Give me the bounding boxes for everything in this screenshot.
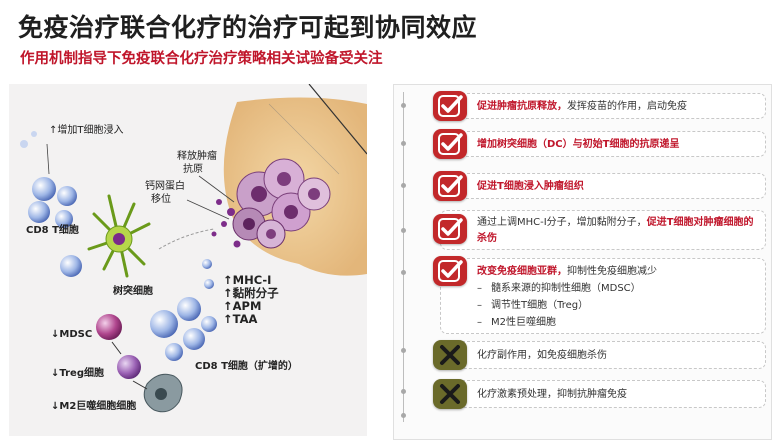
effect-item-6-text: 化疗副作用，如免疫细胞杀伤 — [477, 350, 607, 361]
label-release-antigen-2: 抗原 — [183, 164, 203, 175]
label-mhc: ↑MHC-I — [223, 273, 272, 287]
label-t-infiltration: ↑增加T细胞浸入 — [49, 125, 124, 136]
mechanism-illustration: ↑增加T细胞浸入 释放肿瘤 抗原 钙网蛋白 移位 CD8 T细胞 树突细胞 ↑M… — [9, 84, 367, 436]
check-icon — [433, 91, 467, 121]
label-treg: ↓Treg细胞 — [51, 368, 104, 379]
page-title: 免疫治疗联合化疗的治疗可起到协同效应 — [18, 13, 478, 42]
cross-icon — [433, 379, 467, 409]
effect-item-3-bold: 促进T细胞浸入肿瘤组织 — [477, 181, 584, 192]
label-mdsc: ↓MDSC — [51, 329, 93, 340]
timeline-dot — [401, 228, 406, 233]
effect-item-7: 化疗激素预处理，抑制抗肿瘤免疫 — [440, 380, 766, 408]
effect-item-5-bold: 改变免疫细胞亚群， — [477, 266, 567, 277]
effect-item-5-text: 抑制性免疫细胞减少 — [567, 266, 657, 277]
timeline-dot — [401, 141, 406, 146]
timeline-dot — [401, 270, 406, 275]
page-subtitle: 作用机制指导下免疫联合化疗治疗策略相关试验备受关注 — [20, 51, 383, 67]
effect-item-4-pre: 通过上调MHC-I分子，增加黏附分子， — [477, 217, 647, 228]
label-apm: ↑APM — [223, 299, 262, 313]
label-cd8-expanded: CD8 T细胞（扩增的） — [195, 361, 298, 372]
effect-item-3: 促进T细胞浸入肿瘤组织 — [440, 173, 766, 199]
label-dendritic: 树突细胞 — [113, 286, 153, 297]
effect-item-4: 通过上调MHC-I分子，增加黏附分子，促进T细胞对肿瘤细胞的杀伤 — [440, 210, 766, 250]
label-m2: ↓M2巨噬细胞细胞 — [51, 401, 137, 412]
effect-item-1-bold: 促进肿瘤抗原释放， — [477, 101, 567, 112]
tumor-cell-cluster — [211, 158, 331, 249]
effect-item-5: 改变免疫细胞亚群，抑制性免疫细胞减少 髓系来源的抑制性细胞（MDSC） 调节性T… — [440, 258, 766, 334]
label-release-antigen-1: 释放肿瘤 — [177, 151, 217, 162]
illustration-graphic — [20, 84, 367, 413]
label-calreticulin-2: 移位 — [151, 194, 171, 205]
timeline-dot — [401, 389, 406, 394]
check-icon — [433, 171, 467, 201]
effect-item-2: 增加树突细胞（DC）与初始T细胞的抗原递呈 — [440, 131, 766, 157]
t-cells-upper — [20, 131, 77, 228]
cross-icon — [433, 340, 467, 370]
list-item: M2性巨噬细胞 — [477, 314, 757, 331]
timeline-dot — [401, 183, 406, 188]
label-calreticulin-1: 钙网蛋白 — [145, 181, 185, 192]
timeline-dot — [401, 413, 406, 418]
check-icon — [433, 256, 467, 286]
effect-item-1: 促进肿瘤抗原释放，发挥疫苗的作用，启动免疫 — [440, 93, 766, 119]
timeline-line — [403, 92, 404, 422]
expanded-t-cells — [150, 297, 217, 361]
check-icon — [433, 129, 467, 159]
label-taa: ↑TAA — [223, 312, 258, 326]
label-cd8-t: CD8 T细胞 — [26, 225, 79, 236]
timeline-dot — [401, 103, 406, 108]
check-icon — [433, 214, 467, 244]
label-adhesion: ↑黏附分子 — [223, 286, 279, 300]
effect-item-6: 化疗副作用，如免疫细胞杀伤 — [440, 341, 766, 369]
timeline-dot — [401, 348, 406, 353]
suppressive-cell-list: 髓系来源的抑制性细胞（MDSC） 调节性T细胞（Treg） M2性巨噬细胞 — [477, 280, 757, 331]
effect-item-7-text: 化疗激素预处理，抑制抗肿瘤免疫 — [477, 389, 627, 400]
effect-item-1-text: 发挥疫苗的作用，启动免疫 — [567, 101, 687, 112]
list-item: 调节性T细胞（Treg） — [477, 297, 757, 314]
effect-item-4-bold: 促进T细胞对肿瘤细胞的杀伤 — [477, 217, 754, 244]
list-item: 髓系来源的抑制性细胞（MDSC） — [477, 280, 757, 297]
effect-item-2-bold: 增加树突细胞（DC）与初始T细胞的抗原递呈 — [477, 139, 680, 150]
